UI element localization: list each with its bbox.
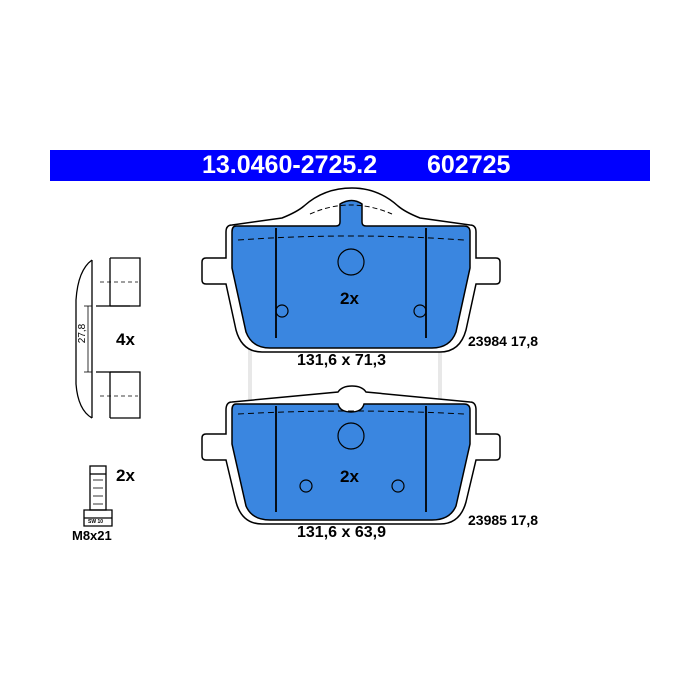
pad-lower-friction [231, 403, 471, 521]
pad-lower-code: 23985 17,8 [468, 512, 539, 528]
bolt-marking: SW 10 [88, 519, 104, 525]
reference-number: 602725 [427, 151, 511, 179]
pad-lower-dimensions: 131,6 x 63,9 [297, 524, 386, 541]
clip-drawing [75, 257, 141, 419]
bolt-drawing [83, 465, 113, 527]
pad-upper-code: 23984 17,8 [468, 333, 539, 349]
header-banner: 13.0460-2725.2 602725 [50, 150, 650, 181]
pad-lower-drawing [201, 385, 501, 525]
pad-upper-drawing [201, 187, 501, 353]
pad-upper-dimensions: 131,6 x 71,3 [297, 352, 386, 369]
pad-upper-qty: 2x [340, 289, 359, 308]
part-number: 13.0460-2725.2 [202, 151, 378, 179]
clip-qty: 4x [116, 330, 135, 349]
bolt-qty: 2x [116, 466, 135, 485]
bolt-thread: M8x21 [72, 528, 112, 543]
pad-lower-qty: 2x [340, 467, 359, 486]
clip-dimension: 27,8 [77, 323, 89, 344]
